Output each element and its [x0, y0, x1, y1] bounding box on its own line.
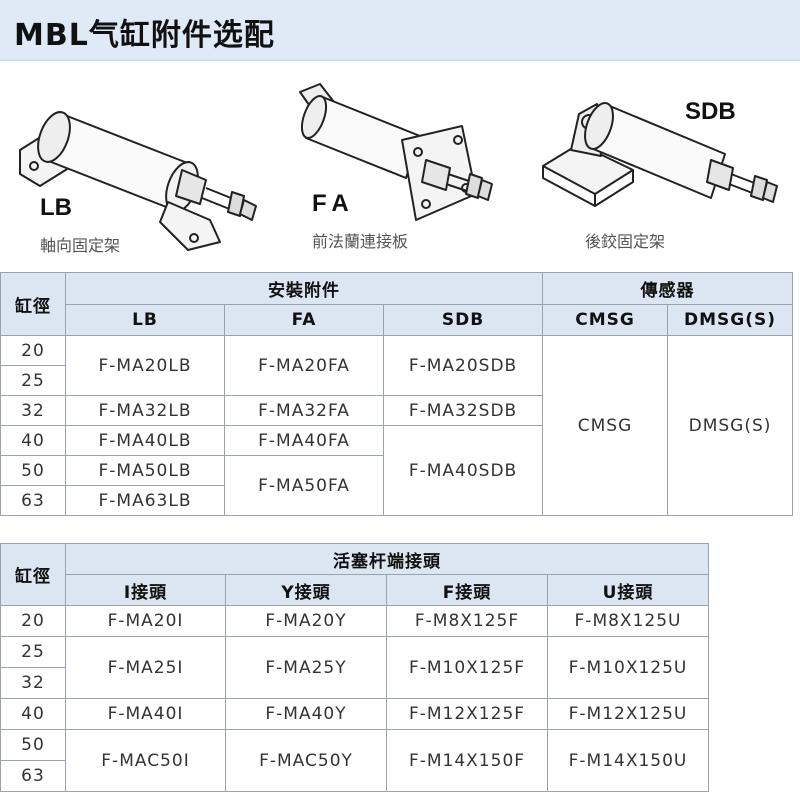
f-joint-cell: F-M10X125F — [386, 636, 548, 699]
lb-cell: F-MA20LB — [65, 335, 225, 396]
col-header-f-joint: F接頭 — [386, 574, 548, 606]
sdb-clevis-cylinder-icon — [542, 102, 778, 207]
col-header-i-joint: I接頭 — [65, 574, 226, 606]
i-joint-cell: F-MA40I — [65, 698, 226, 730]
col-header-cmsg: CMSG — [542, 304, 669, 336]
title-bar: MBL气缸附件选配 — [0, 0, 800, 61]
rod-group-header: 活塞杆端接頭 — [65, 543, 709, 575]
fa-cell: F-MA40FA — [224, 425, 384, 456]
bore-size-cell: 32 — [0, 667, 66, 699]
mount-group-header: 安裝附件 — [64, 272, 544, 305]
rod-bore-header: 缸徑 — [0, 543, 66, 606]
col-header-fa: FA — [224, 304, 384, 336]
y-joint-cell: F-MA25Y — [225, 636, 387, 699]
col-header-y-joint: Y接頭 — [225, 574, 387, 606]
product-sdb: SDB 後鉸固定架 — [535, 74, 795, 264]
cmsg-cell: CMSG — [542, 335, 669, 516]
fa-cell: F-MA50FA — [224, 455, 384, 516]
lb-mount-cylinder-icon — [19, 111, 257, 251]
rod-end-joint-table: 缸徑 活塞杆端接頭 I接頭 Y接頭 F接頭 U接頭 20 F-MA20I F-M… — [0, 543, 709, 792]
i-joint-cell: F-MA20I — [65, 605, 226, 637]
product-lb: LB 軸向固定架 — [10, 74, 280, 264]
y-joint-cell: F-MA40Y — [225, 698, 387, 730]
product-lb-desc: 軸向固定架 — [40, 236, 121, 255]
sdb-cell: F-MA40SDB — [382, 425, 544, 516]
mount-bore-header: 缸徑 — [0, 272, 66, 336]
fa-flange-cylinder-icon — [299, 83, 493, 221]
product-sdb-code: SDB — [685, 98, 736, 125]
bore-size-cell: 50 — [0, 729, 66, 761]
lb-cell: F-MA63LB — [65, 485, 225, 516]
u-joint-cell: F-M10X125U — [547, 636, 709, 699]
bore-size-cell: 63 — [0, 485, 66, 516]
bore-size-cell: 20 — [0, 605, 66, 637]
i-joint-cell: F-MAC50I — [65, 729, 226, 792]
mounting-accessory-table: 缸徑 安裝附件 傳感器 LB FA SDB CMSG DMSG(S) 20 F-… — [0, 272, 794, 516]
page-title: MBL气缸附件选配 — [14, 18, 275, 53]
product-fa-desc: 前法蘭連接板 — [312, 232, 409, 251]
f-joint-cell: F-M8X125F — [386, 605, 548, 637]
bore-size-cell: 50 — [0, 455, 66, 486]
sensor-group-header: 傳感器 — [542, 272, 794, 305]
col-header-u-joint: U接頭 — [547, 574, 709, 606]
col-header-dmsg: DMSG(S) — [667, 304, 794, 336]
product-sdb-desc: 後鉸固定架 — [585, 232, 666, 251]
dmsg-cell: DMSG(S) — [667, 335, 794, 516]
product-fa-code: FA — [312, 190, 355, 217]
u-joint-cell: F-M14X150U — [547, 729, 709, 792]
product-lb-code: LB — [40, 194, 72, 221]
lb-cell: F-MA32LB — [65, 395, 225, 426]
sdb-cell: F-MA32SDB — [382, 395, 544, 426]
i-joint-cell: F-MA25I — [65, 636, 226, 699]
bore-size-cell: 20 — [0, 335, 66, 366]
u-joint-cell: F-M12X125U — [547, 698, 709, 730]
bore-size-cell: 40 — [0, 698, 66, 730]
sdb-cell: F-MA20SDB — [382, 335, 544, 396]
u-joint-cell: F-M8X125U — [547, 605, 709, 637]
lb-cell: F-MA40LB — [65, 425, 225, 456]
y-joint-cell: F-MA20Y — [225, 605, 387, 637]
product-fa: FA 前法蘭連接板 — [290, 74, 520, 264]
col-header-lb: LB — [65, 304, 225, 336]
y-joint-cell: F-MAC50Y — [225, 729, 387, 792]
bore-size-cell: 25 — [0, 365, 66, 396]
bore-size-cell: 63 — [0, 760, 66, 792]
bore-size-cell: 40 — [0, 425, 66, 456]
f-joint-cell: F-M12X125F — [386, 698, 548, 730]
f-joint-cell: F-M14X150F — [386, 729, 548, 792]
lb-cell: F-MA50LB — [65, 455, 225, 486]
fa-cell: F-MA32FA — [224, 395, 384, 426]
bore-size-cell: 32 — [0, 395, 66, 426]
fa-cell: F-MA20FA — [224, 335, 384, 396]
col-header-sdb: SDB — [382, 304, 544, 336]
bore-size-cell: 25 — [0, 636, 66, 668]
